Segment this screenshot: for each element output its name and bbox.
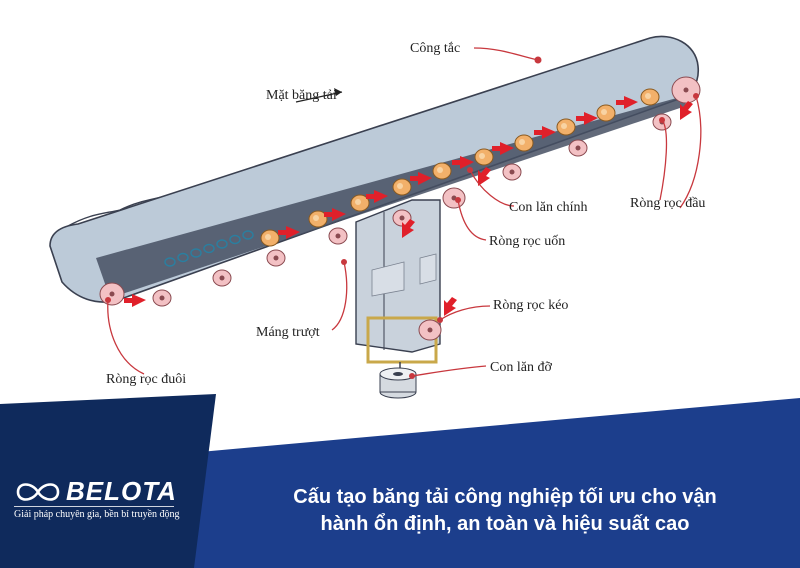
leader-tail-pulley [107,299,145,375]
carrying-roller [308,210,328,228]
pulleys [99,76,701,341]
belt-direction-arrow [295,91,343,103]
pulley [442,187,466,209]
force-arrow [576,112,598,125]
headline: Cấu tạo băng tải công nghiệp tối ưu cho … [222,484,788,538]
force-arrow [324,208,346,221]
label-switch: Công tắc [410,41,460,56]
force-arrow [366,190,388,203]
infinity-icon [16,483,60,501]
chain-links [164,230,254,267]
label-slide-tray: Máng trượt [256,325,320,340]
force-arrow [402,219,415,238]
pulley [502,163,522,181]
carrying-roller [514,134,534,152]
force-arrow [444,297,457,316]
brand-tagline: Giải pháp chuyên gia, bền bỉ truyền động [14,509,180,520]
headline-line-1: Cấu tạo băng tải công nghiệp tối ưu cho … [293,486,717,508]
tray-panel [371,261,405,297]
headline-line-2: hành ổn định, an toàn và hiệu suất cao [320,513,690,535]
leader-slide-tray [331,261,348,331]
chain-link [229,234,241,245]
pulley [266,249,286,267]
force-arrow [616,96,638,109]
force-arrows [124,96,693,316]
carrying-roller [350,194,370,212]
chain-link [242,230,254,240]
label-tail-pulley: Ròng rọc đuôi [106,372,186,387]
chain-link [177,252,189,263]
counterweight [379,367,417,399]
belt-direction-arrowhead [334,88,342,96]
pulley [671,76,701,104]
leader-support-roller [411,365,487,377]
chain-link [190,248,202,258]
pulley [392,209,412,227]
carrying-rollers [260,88,660,247]
force-arrow [478,167,491,186]
label-belt-surface: Mặt băng tải [266,88,337,103]
chain-link [203,243,215,254]
take-up-frame [366,316,438,364]
chain-link [216,239,228,249]
brand-block: BELOTA Giải pháp chuyên gia, bền bỉ truy… [14,476,184,526]
force-arrow [680,101,693,120]
leader-head-pulley [659,119,668,201]
brand-name: BELOTA [66,476,177,506]
pulley [328,227,348,245]
leader-bend-pulley [457,199,487,241]
force-arrow [534,126,556,139]
force-arrow [452,156,474,169]
banner-navy-block [0,394,216,568]
pulley [212,269,232,287]
pulley [152,289,172,307]
leader-head-pulley-2 [679,95,702,209]
label-head-pulley: Ròng rọc đầu [630,196,705,211]
brand-divider [14,506,174,507]
carrying-roller [556,118,576,136]
leader-main-roller [469,169,515,207]
tray-panel-right [419,253,437,285]
label-take-up-pulley: Ròng rọc kéo [493,298,568,313]
force-arrow [278,226,300,239]
pulley [568,139,588,157]
carrying-roller [260,229,280,247]
belt-underside [96,96,686,298]
force-arrow [410,172,432,185]
label-main-roller: Con lăn chính [509,200,588,215]
carrying-roller [432,162,452,180]
leader-take-up [439,305,491,321]
carrying-roller [474,148,494,166]
chain-link [164,257,176,267]
label-support-roller: Con lăn đỡ [490,360,552,375]
carrying-roller [640,88,660,106]
force-arrow [492,142,514,155]
carrying-roller [596,104,616,122]
leader-switch [473,47,539,61]
leader-dots [105,56,699,379]
pulley [418,319,442,341]
banner-blue-band [0,398,800,568]
force-arrow [124,294,146,307]
leader-lines [107,47,702,377]
carrying-roller [392,178,412,196]
label-bend-pulley: Ròng rọc uốn [489,234,565,249]
